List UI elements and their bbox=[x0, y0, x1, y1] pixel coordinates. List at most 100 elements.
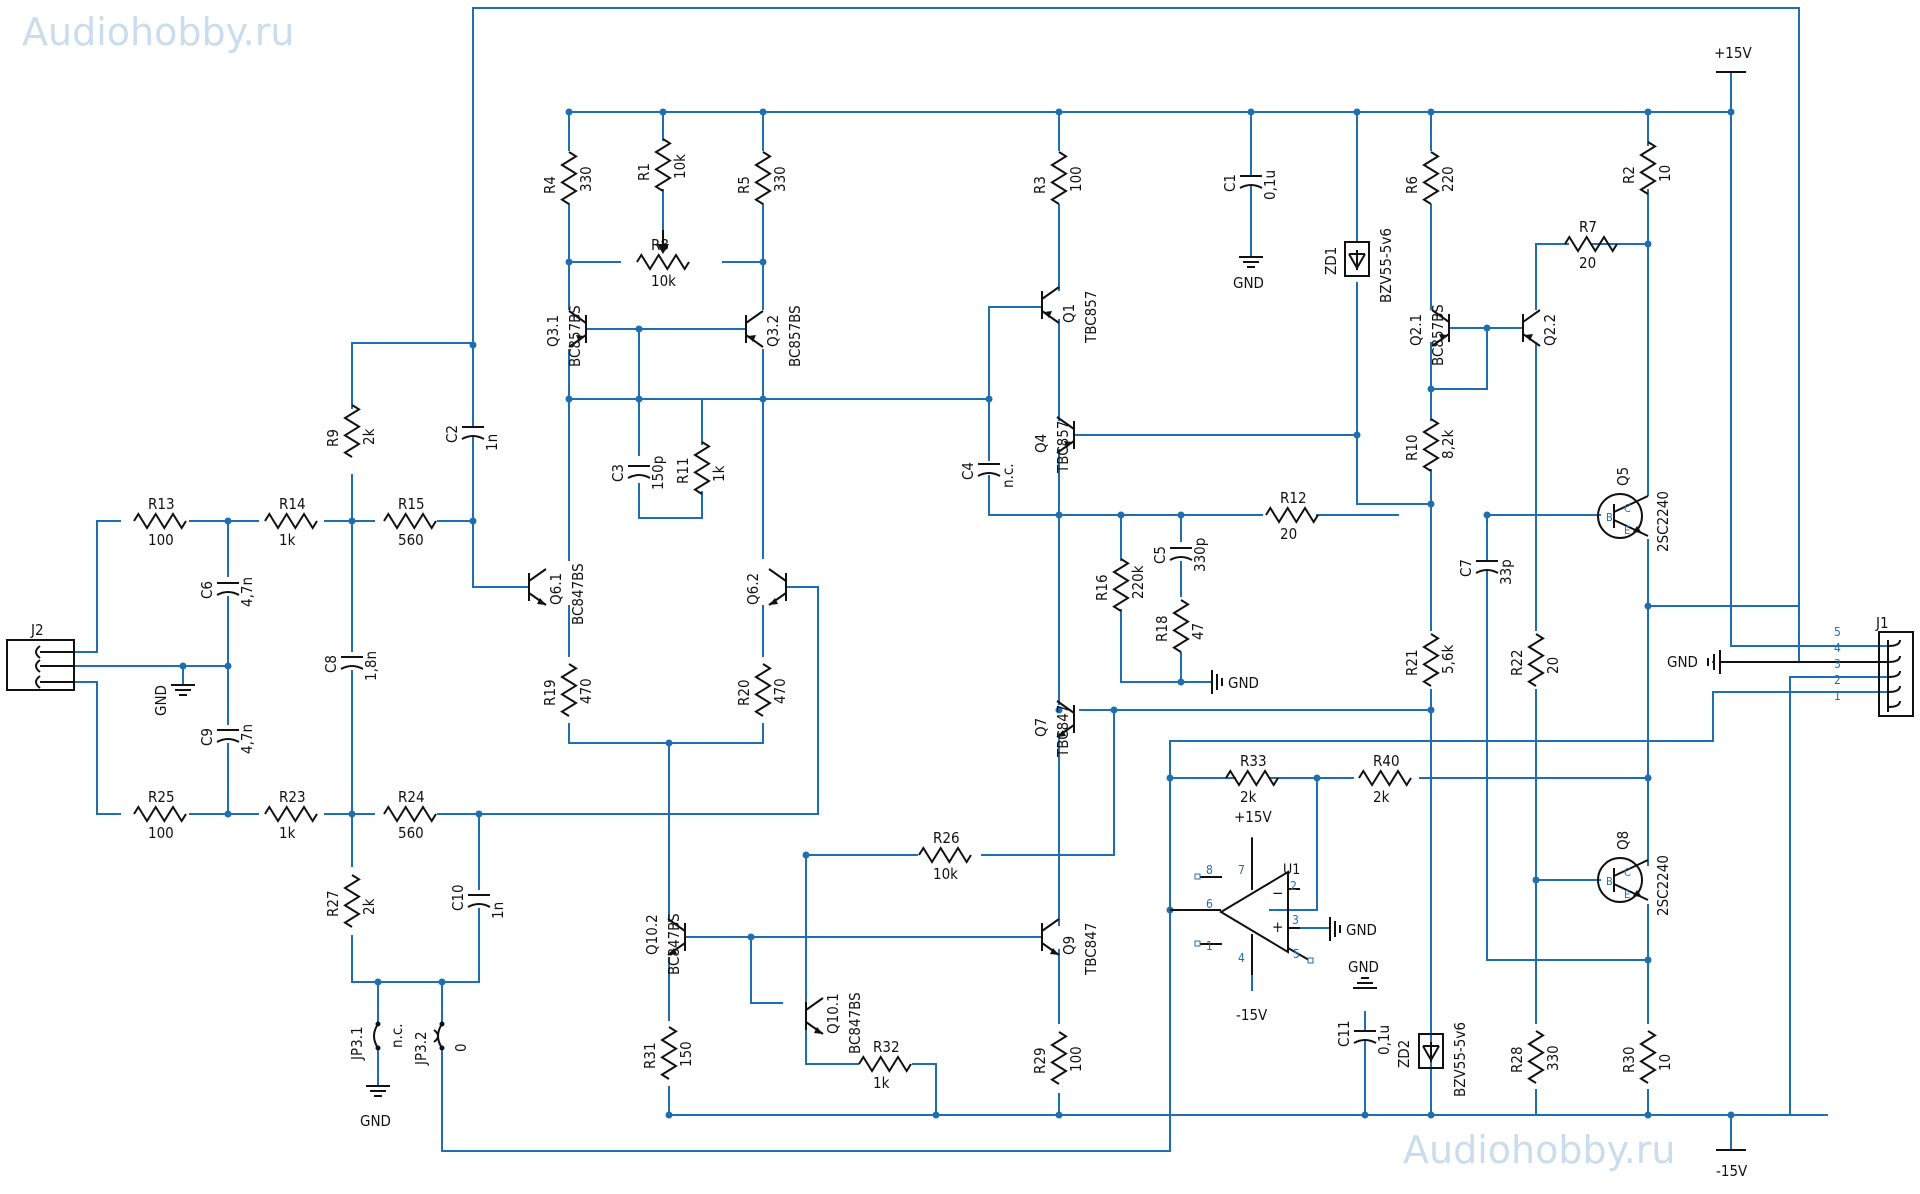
q6_1-ref: Q6.1 bbox=[547, 573, 565, 605]
junction-dot bbox=[1427, 385, 1435, 393]
junction-dot bbox=[759, 108, 767, 116]
junction-dot bbox=[635, 395, 643, 403]
r1-value: 10k bbox=[671, 154, 689, 179]
junction-dot bbox=[1055, 108, 1063, 116]
capacitor-c3: C3 150p bbox=[609, 456, 667, 490]
r13-ref: R13 bbox=[148, 495, 175, 513]
junction-dot bbox=[374, 978, 382, 986]
ground-r18: GND bbox=[1211, 670, 1259, 694]
r11-value: 1k bbox=[710, 465, 728, 482]
resistor-r30: R30 10 bbox=[1620, 1030, 1674, 1084]
r8-wiper-arrow bbox=[657, 230, 669, 254]
r25-value: 100 bbox=[148, 824, 174, 842]
junction-dot bbox=[1117, 511, 1125, 519]
junction-dot bbox=[1532, 876, 1540, 884]
gnd-opamp-label: GND bbox=[1346, 921, 1377, 939]
opamp-ref: U1 bbox=[1283, 862, 1300, 878]
r25-ref: R25 bbox=[148, 788, 175, 806]
junction-dot bbox=[659, 108, 667, 116]
junction-dot bbox=[348, 810, 356, 818]
junction-dot bbox=[1110, 706, 1118, 714]
zd1-ref: ZD1 bbox=[1322, 247, 1340, 275]
q4-ref: Q4 bbox=[1032, 434, 1050, 453]
watermark-bottom: Audiohobby.ru bbox=[1403, 1128, 1675, 1172]
r30-value: 10 bbox=[1656, 1054, 1674, 1071]
capacitor-c10: C10 1n bbox=[449, 884, 507, 919]
r29-value: 100 bbox=[1067, 1046, 1085, 1072]
jp31-ref: JP3.1 bbox=[348, 1026, 366, 1061]
r9-ref: R9 bbox=[324, 429, 342, 447]
c9-ref: C9 bbox=[198, 728, 216, 746]
c6-ref: C6 bbox=[198, 581, 216, 599]
junction-dot bbox=[1727, 1111, 1735, 1119]
q10_1-part: BC847BS bbox=[846, 992, 864, 1054]
wires bbox=[73, 7, 1889, 1152]
c2-value: 1n bbox=[483, 434, 501, 451]
c7-ref: C7 bbox=[1457, 559, 1475, 577]
r5-ref: R5 bbox=[735, 176, 753, 194]
q6_1-part: BC847BS bbox=[569, 563, 587, 625]
r40-value: 2k bbox=[1373, 788, 1390, 806]
ground-j2: GND bbox=[152, 684, 195, 716]
r15-value: 560 bbox=[398, 531, 424, 549]
junction-dot bbox=[475, 810, 483, 818]
jumper-jp3-1: JP3.1 n.c. bbox=[348, 1021, 406, 1061]
opamp-pin-5: 5 bbox=[1293, 947, 1300, 961]
c10-ref: C10 bbox=[449, 884, 467, 911]
ground-opamp: GND bbox=[1329, 917, 1377, 941]
junction-dot bbox=[759, 395, 767, 403]
r23-value: 1k bbox=[279, 824, 296, 842]
r2-ref: R2 bbox=[1620, 166, 1638, 184]
r32-ref: R32 bbox=[873, 1038, 900, 1056]
q4-part: TBC857 bbox=[1054, 421, 1072, 474]
junction-dot bbox=[802, 851, 810, 859]
junction-dot bbox=[759, 258, 767, 266]
junction-dot bbox=[665, 1111, 673, 1119]
r2-value: 10 bbox=[1656, 165, 1674, 182]
c3-value: 150p bbox=[649, 456, 667, 490]
c3-ref: C3 bbox=[609, 464, 627, 482]
opamp-u1: − + U1 1 2 3 4 5 6 7 8 +15V -15V bbox=[1170, 808, 1314, 1024]
junction-dot bbox=[565, 258, 573, 266]
junction-dot bbox=[1644, 108, 1652, 116]
rail-neg-label: -15V bbox=[1716, 1162, 1748, 1180]
r6-value: 220 bbox=[1439, 166, 1457, 192]
c5-value: 330p bbox=[1191, 538, 1209, 572]
c1-value: 0,1u bbox=[1261, 170, 1279, 200]
jp31-value: n.c. bbox=[388, 1023, 406, 1048]
junction-dot bbox=[1427, 1111, 1435, 1119]
gnd-c1-label: GND bbox=[1233, 274, 1264, 292]
junction-dot bbox=[1055, 706, 1063, 714]
r4-ref: R4 bbox=[541, 176, 559, 194]
j1-pin-4: 4 bbox=[1834, 641, 1841, 655]
gnd-r18-label: GND bbox=[1228, 674, 1259, 692]
r30-ref: R30 bbox=[1620, 1046, 1638, 1073]
zd1-value: BZV55-5v6 bbox=[1377, 228, 1395, 303]
r24-ref: R24 bbox=[398, 788, 425, 806]
junction-dot bbox=[635, 325, 643, 333]
rail-pos: +15V bbox=[1714, 44, 1752, 73]
opamp-pin-3: 3 bbox=[1292, 913, 1299, 927]
r27-ref: R27 bbox=[324, 890, 342, 917]
junction-dot bbox=[1644, 602, 1652, 610]
c10-value: 1n bbox=[489, 902, 507, 919]
